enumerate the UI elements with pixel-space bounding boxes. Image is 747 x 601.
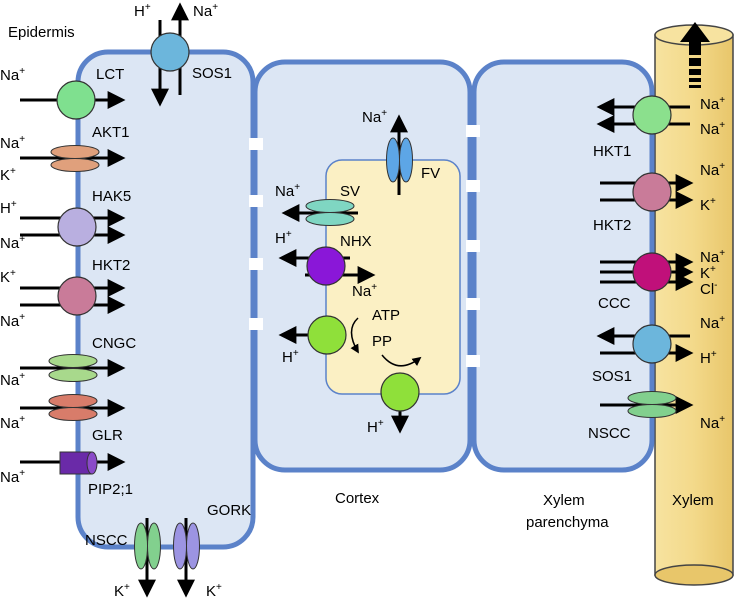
akt1-na-ion: Na+ <box>0 134 25 152</box>
hak5-transporter: HAK5 H+ Na+ <box>0 188 131 252</box>
pp-pump-h-ion: H+ <box>367 418 384 436</box>
ccc-label: CCC <box>598 295 631 312</box>
hkt1-label: HKT1 <box>593 143 631 160</box>
hkt2-epi-circle <box>57 276 97 316</box>
ccc-cl-ion: Cl- <box>700 280 718 298</box>
sos1-xp-na-ion: Na+ <box>700 314 725 332</box>
pp-pump-circle <box>380 372 420 412</box>
nscc-epidermis: NSCC K+ <box>85 518 161 600</box>
hkt2-xp-na-ion: Na+ <box>700 161 725 179</box>
akt1-transporter: AKT1 Na+ K+ <box>0 124 130 184</box>
sos1-xp-circle <box>632 324 672 364</box>
nscc-bottom-k-ion: K+ <box>114 582 130 600</box>
nhx-antiporter: NHX H+ Na+ <box>275 229 377 300</box>
gork-label: GORK <box>207 502 251 519</box>
plasmodesmata <box>249 125 480 367</box>
ccc-k-ion: K+ <box>700 264 716 282</box>
sos1-top-circle <box>150 32 190 72</box>
glr-transporter: GLR Na+ <box>0 394 126 444</box>
cngc-transporter: CNGC Na+ <box>0 335 136 389</box>
nhx-circle <box>306 246 346 286</box>
sv-na-ion: Na+ <box>275 182 300 200</box>
xylem-parenchyma-label-line2: parenchyma <box>526 514 609 531</box>
atp-pump-circle <box>307 315 347 355</box>
ccc-na-ion: Na+ <box>700 248 725 266</box>
hak5-h-ion: H+ <box>0 199 17 217</box>
hkt2-xp-k-ion: K+ <box>700 196 716 214</box>
ccc-cotransporter: CCC Na+ K+ Cl- <box>598 248 725 312</box>
lct-transporter: LCT Na+ <box>0 66 126 120</box>
xylem-label: Xylem <box>672 492 714 509</box>
upward-flow-arrow <box>680 22 710 88</box>
lct-label: LCT <box>96 66 124 83</box>
pip2-label: PIP2;1 <box>88 481 133 498</box>
cngc-label: CNGC <box>92 335 136 352</box>
sos1-top-h-ion: H+ <box>134 2 151 20</box>
pip2-transporter: PIP2;1 Na+ <box>0 451 133 498</box>
hkt1-circle <box>632 95 672 135</box>
sos1-top-label: SOS1 <box>192 65 232 82</box>
hak5-na-ion: Na+ <box>0 234 25 252</box>
xylem-parenchyma-label-line1: Xylem <box>543 492 585 509</box>
lct-circle <box>56 80 96 120</box>
hak5-label: HAK5 <box>92 188 131 205</box>
glr-label: GLR <box>92 427 123 444</box>
gork-k-ion: K+ <box>206 582 222 600</box>
pp-proton-pump: PP H+ <box>367 333 422 436</box>
sos1-xp-label: SOS1 <box>592 368 632 385</box>
fv-na-ion: Na+ <box>362 108 387 126</box>
nscc-xp-label: NSCC <box>588 425 631 442</box>
nhx-label: NHX <box>340 233 372 250</box>
atp-pump-h-ion: H+ <box>282 348 299 366</box>
glr-na-ion: Na+ <box>0 414 25 432</box>
ccc-circle <box>632 252 672 292</box>
fv-channel: FV Na+ <box>362 108 440 195</box>
hkt2-epidermis: HKT2 K+ Na+ <box>0 257 130 330</box>
xylem-vessel <box>654 22 734 586</box>
hak5-circle <box>57 207 97 247</box>
sv-label: SV <box>340 183 360 200</box>
sos1-epidermis: SOS1 H+ Na+ <box>134 2 232 107</box>
fv-label: FV <box>421 165 440 182</box>
nscc-bottom-label: NSCC <box>85 532 128 549</box>
pp-label: PP <box>372 333 392 350</box>
hkt1-na-ion-2: Na+ <box>700 120 725 138</box>
hkt1-na-ion-1: Na+ <box>700 95 725 113</box>
nscc-xylem-parenchyma: NSCC Na+ <box>588 391 725 442</box>
gork-transporter: GORK K+ <box>173 502 251 600</box>
sos1-xp-h-ion: H+ <box>700 349 717 367</box>
hkt2-xp-label: HKT2 <box>593 217 631 234</box>
hkt2-epi-na-ion: Na+ <box>0 312 25 330</box>
cortex-label: Cortex <box>335 490 380 507</box>
atp-label: ATP <box>372 307 400 324</box>
hkt2-xp-circle <box>632 172 672 212</box>
pip2-na-ion: Na+ <box>0 468 25 486</box>
epidermis-label: Epidermis <box>8 24 75 41</box>
nhx-h-ion: H+ <box>275 229 292 247</box>
hkt2-xylem-parenchyma: HKT2 Na+ K+ <box>593 161 725 234</box>
sos1-xylem-parenchyma: SOS1 Na+ H+ <box>592 314 725 385</box>
cngc-na-ion: Na+ <box>0 371 25 389</box>
sv-channel: SV Na+ <box>275 182 360 226</box>
nhx-na-ion: Na+ <box>352 282 377 300</box>
sos1-top-na-ion: Na+ <box>193 2 218 20</box>
nscc-xp-na-ion: Na+ <box>700 414 725 432</box>
lct-na-ion: Na+ <box>0 66 25 84</box>
hkt2-epi-k-ion: K+ <box>0 268 16 286</box>
akt1-label: AKT1 <box>92 124 130 141</box>
akt1-k-ion: K+ <box>0 166 16 184</box>
atp-proton-pump: ATP H+ <box>278 307 400 366</box>
hkt1-transporter: HKT1 Na+ Na+ <box>593 95 725 160</box>
hkt2-epi-label: HKT2 <box>92 257 130 274</box>
